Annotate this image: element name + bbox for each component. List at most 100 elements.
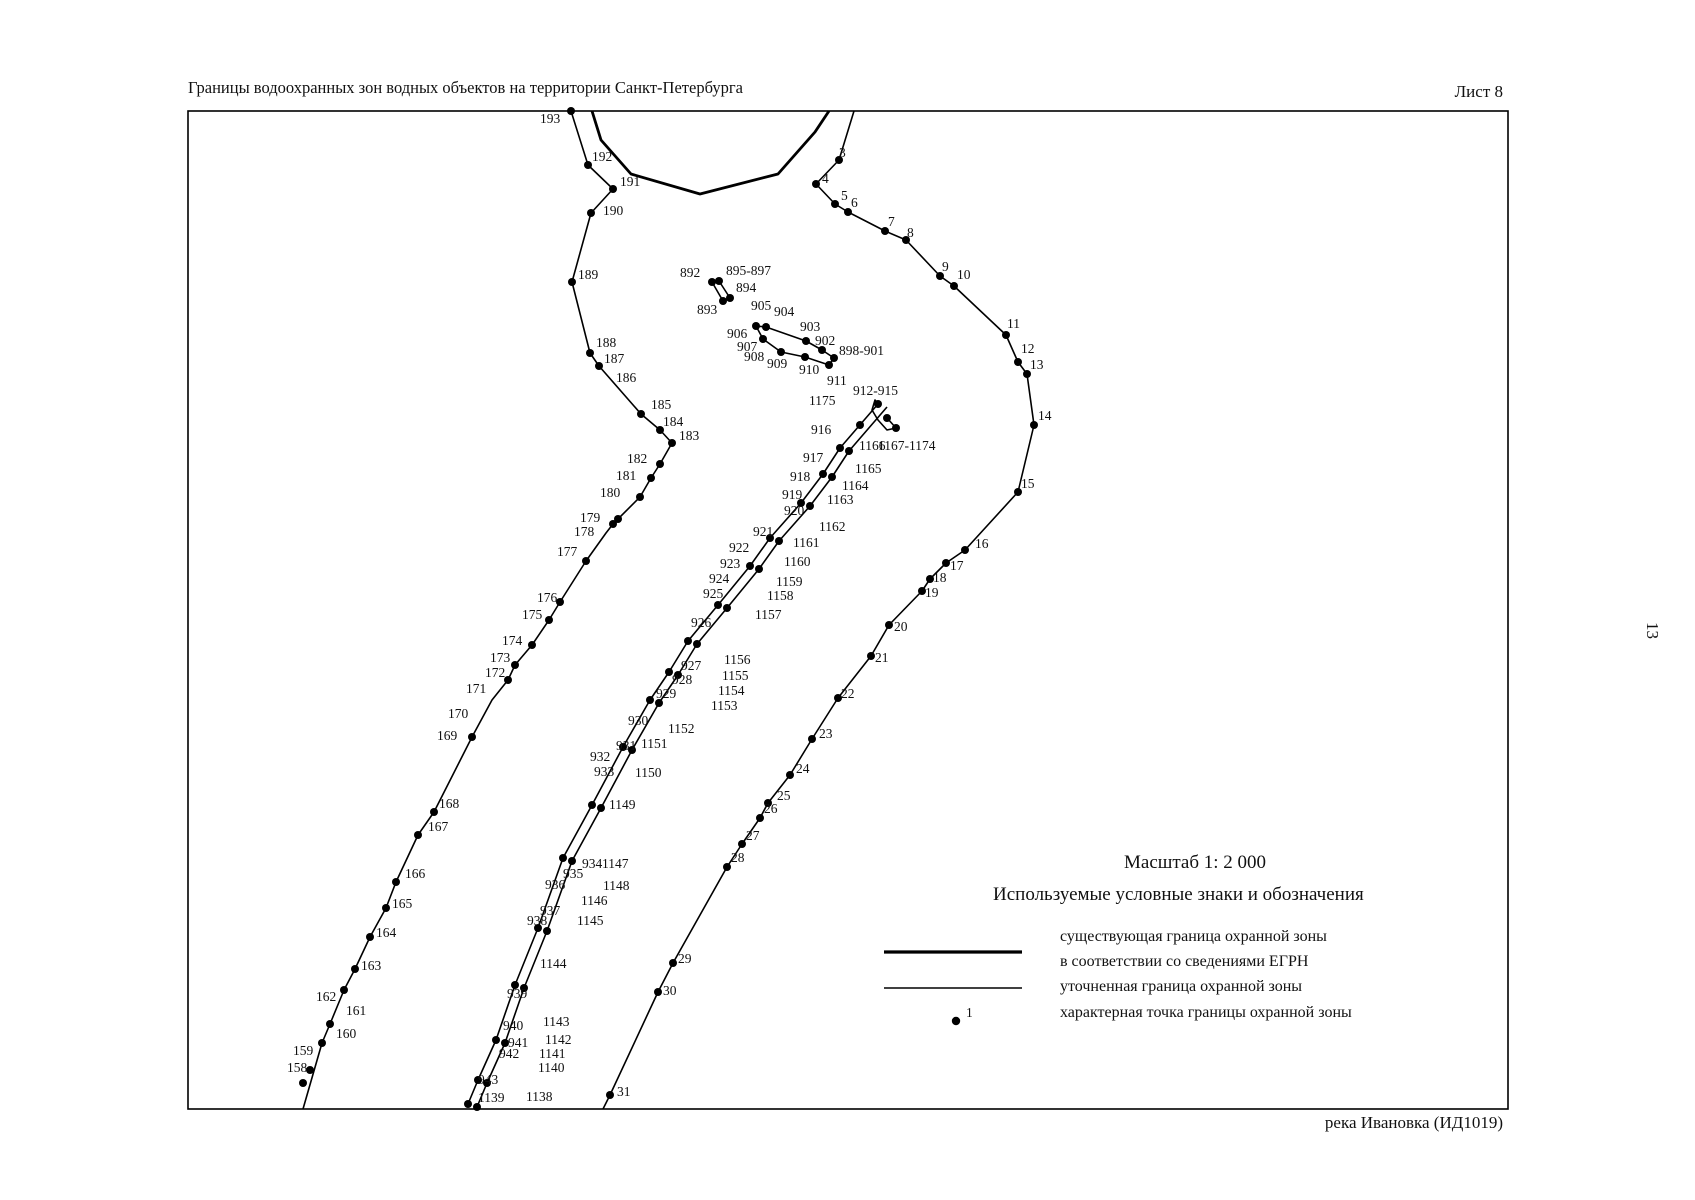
point-label: 24 — [796, 761, 810, 776]
point-label: 935 — [563, 866, 584, 881]
point-label: 163 — [361, 958, 382, 973]
boundary-point — [567, 107, 575, 115]
point-label: 1163 — [827, 492, 854, 507]
legend-existing-text-1: существующая граница охранной зоны — [1060, 928, 1327, 945]
point-label: 28 — [731, 850, 745, 865]
point-label: 162 — [316, 989, 336, 1004]
middle-boundary-line-west — [467, 403, 879, 1105]
point-label: 1161 — [793, 535, 820, 550]
boundary-point — [430, 808, 438, 816]
boundary-point — [587, 209, 595, 217]
boundary-point — [942, 559, 950, 567]
boundary-point — [318, 1039, 326, 1047]
legend-point-sample-label: 1 — [966, 1005, 973, 1020]
boundary-point — [1014, 358, 1022, 366]
boundary-point — [597, 804, 605, 812]
boundary-point — [665, 668, 673, 676]
boundary-point — [883, 414, 891, 422]
point-label: 1159 — [776, 574, 803, 589]
boundary-point — [559, 854, 567, 862]
point-label: 932 — [590, 749, 610, 764]
point-label: 925 — [703, 586, 724, 601]
boundary-point — [528, 641, 536, 649]
point-label: 165 — [392, 896, 413, 911]
point-label: 936 — [545, 877, 566, 892]
point-label: 164 — [376, 925, 397, 940]
point-label: 1157 — [755, 607, 782, 622]
point-label: 179 — [580, 510, 601, 525]
point-label: 166 — [405, 866, 426, 881]
boundary-point — [738, 840, 746, 848]
boundary-point — [752, 322, 760, 330]
legend-scale: Масштаб 1: 2 000 — [1124, 852, 1266, 873]
boundary-point — [836, 444, 844, 452]
point-label: 1165 — [855, 461, 882, 476]
point-label: 19 — [925, 585, 939, 600]
boundary-point — [828, 473, 836, 481]
point-label: 8 — [907, 225, 914, 240]
boundary-point — [1014, 488, 1022, 496]
boundary-point — [340, 986, 348, 994]
boundary-point — [511, 981, 519, 989]
point-label: 4 — [822, 171, 829, 186]
point-label: 924 — [709, 571, 730, 586]
point-label: 1141 — [539, 1046, 566, 1061]
boundary-point — [845, 447, 853, 455]
point-label: 893 — [697, 302, 718, 317]
legend-point-symbol — [951, 1016, 961, 1026]
point-label: 1143 — [543, 1014, 570, 1029]
top-boundary-line — [590, 110, 831, 196]
boundary-point — [708, 278, 716, 286]
point-label: 167 — [428, 819, 449, 834]
boundary-point — [715, 277, 723, 285]
point-label: 15 — [1021, 476, 1035, 491]
point-label: 1160 — [784, 554, 811, 569]
point-label: 902 — [815, 333, 835, 348]
point-label: 16 — [975, 536, 989, 551]
point-label: 910 — [799, 362, 820, 377]
boundary-point — [520, 984, 528, 992]
boundary-point — [831, 200, 839, 208]
point-label: 186 — [616, 370, 637, 385]
point-label: 920 — [784, 503, 805, 518]
boundary-point — [777, 348, 785, 356]
point-label: 906 — [727, 326, 748, 341]
point-label: 188 — [596, 335, 617, 350]
point-label: 187 — [604, 351, 625, 366]
point-label: 168 — [439, 796, 460, 811]
sheet-number: Лист 8 — [1454, 82, 1503, 101]
boundary-point — [619, 743, 627, 751]
boundary-point — [614, 515, 622, 523]
point-label: 1142 — [545, 1032, 572, 1047]
point-label: 1149 — [609, 797, 636, 812]
point-label: 29 — [678, 951, 692, 966]
point-label: 11 — [1007, 316, 1020, 331]
boundary-point — [867, 652, 875, 660]
point-label: 14 — [1038, 408, 1052, 423]
boundary-point — [961, 546, 969, 554]
boundary-point — [918, 587, 926, 595]
boundary-point — [473, 1103, 481, 1111]
boundary-point — [874, 400, 882, 408]
point-label: 892 — [680, 265, 700, 280]
point-label: 178 — [574, 524, 595, 539]
point-label: 1158 — [767, 588, 794, 603]
boundary-point — [746, 562, 754, 570]
map-frame — [187, 110, 1509, 1110]
legend-refined-text: уточненная граница охранной зоны — [1060, 978, 1302, 995]
boundary-point — [545, 616, 553, 624]
point-label: 9 — [942, 259, 949, 274]
point-label: 907 — [737, 339, 758, 354]
boundary-point — [719, 297, 727, 305]
legend-title: Используемые условные знаки и обозначени… — [993, 884, 1364, 905]
boundary-point — [543, 927, 551, 935]
point-label: 173 — [490, 650, 511, 665]
point-label: 1151 — [641, 736, 668, 751]
boundary-point — [755, 565, 763, 573]
point-label: 193 — [540, 111, 561, 126]
point-label: 185 — [651, 397, 672, 412]
point-label: 177 — [557, 544, 578, 559]
point-label: 22 — [841, 686, 855, 701]
point-label: 158 — [287, 1060, 308, 1075]
